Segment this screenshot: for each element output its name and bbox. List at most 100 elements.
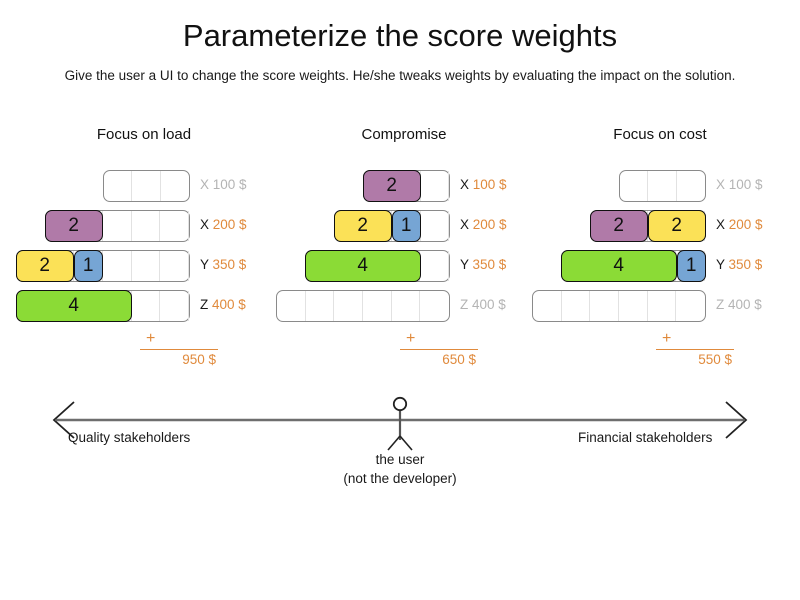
track-cell[interactable]: [648, 291, 677, 321]
weight-track[interactable]: [619, 170, 706, 202]
column-total: +550 $: [656, 330, 734, 367]
track-cell[interactable]: [132, 211, 161, 241]
row-label-key: Z: [460, 297, 472, 312]
row-label-key: X: [716, 177, 729, 192]
track-cell[interactable]: [562, 291, 591, 321]
row-label-amount: 100 $: [472, 177, 507, 192]
track-cell[interactable]: [306, 291, 335, 321]
row-label: Y 350 $: [200, 257, 246, 272]
track-cell[interactable]: [132, 171, 161, 201]
row-label: Z 400 $: [716, 297, 762, 312]
weight-segment[interactable]: 4: [304, 249, 421, 282]
track-cell[interactable]: [620, 171, 649, 201]
weight-track[interactable]: 4: [15, 289, 190, 322]
plus-sign: +: [662, 330, 672, 347]
track-cell[interactable]: [533, 291, 562, 321]
total-value: 950 $: [182, 352, 216, 367]
track-cell[interactable]: [363, 291, 392, 321]
row-label: Y 350 $: [716, 257, 762, 272]
user-stick-figure-icon: [387, 396, 413, 451]
weight-track[interactable]: [532, 290, 706, 322]
row-label-key: X: [460, 217, 473, 232]
track-cell[interactable]: [392, 291, 421, 321]
weight-segment[interactable]: 1: [73, 249, 103, 282]
row-label-amount: 100 $: [212, 177, 247, 192]
total-value: 650 $: [442, 352, 476, 367]
track-cell[interactable]: [420, 251, 449, 281]
track-cell[interactable]: [590, 291, 620, 321]
row-label: X 200 $: [716, 217, 763, 232]
track-cell[interactable]: [619, 291, 648, 321]
track-cell[interactable]: [648, 171, 677, 201]
weight-segment[interactable]: 2: [362, 169, 421, 202]
weight-track[interactable]: 2: [362, 169, 450, 202]
weight-track-wrap: 4: [268, 249, 450, 282]
track-cell[interactable]: [677, 171, 705, 201]
weight-track-wrap: 4: [8, 289, 190, 322]
column-title: Focus on load: [96, 126, 192, 143]
track-cell[interactable]: [132, 291, 161, 321]
track-cell[interactable]: [103, 251, 132, 281]
row-label-amount: 350 $: [728, 257, 763, 272]
row-label-amount: 100 $: [728, 177, 763, 192]
weight-segment[interactable]: 2: [589, 209, 648, 242]
weight-segment[interactable]: 2: [647, 209, 706, 242]
column-title: Focus on cost: [613, 126, 707, 143]
row-label: X 100 $: [716, 177, 763, 192]
track-cell[interactable]: [160, 291, 190, 321]
user-caption: the user (not the developer): [300, 450, 500, 488]
row-label: Y 350 $: [460, 257, 506, 272]
weight-track[interactable]: 2: [44, 209, 190, 242]
row-label: X 100 $: [200, 177, 247, 192]
weight-track[interactable]: [276, 290, 450, 322]
track-cell[interactable]: [132, 251, 161, 281]
weight-track[interactable]: [103, 170, 190, 202]
track-cell[interactable]: [160, 211, 189, 241]
row-label-amount: 350 $: [472, 257, 507, 272]
track-cell[interactable]: [160, 251, 190, 281]
row-label-key: Y: [716, 257, 729, 272]
track-cell[interactable]: [421, 171, 449, 201]
user-caption-line-2: (not the developer): [343, 471, 457, 486]
weight-segment[interactable]: 4: [15, 289, 132, 322]
weight-segment[interactable]: 1: [391, 209, 421, 242]
track-cell[interactable]: [277, 291, 306, 321]
track-cell[interactable]: [104, 171, 133, 201]
row-label-amount: 400 $: [472, 297, 506, 312]
row-label: X 100 $: [460, 177, 507, 192]
plus-sign: +: [146, 330, 156, 347]
row-label-amount: 400 $: [728, 297, 762, 312]
axis-arrow-left-icon: [52, 401, 75, 439]
weight-segment[interactable]: 2: [44, 209, 103, 242]
total-rule: [656, 349, 734, 350]
track-cell[interactable]: [420, 291, 449, 321]
row-label-amount: 200 $: [212, 217, 247, 232]
plus-sign: +: [406, 330, 416, 347]
weight-segment[interactable]: 2: [15, 249, 74, 282]
weight-segment[interactable]: 4: [560, 249, 677, 282]
track-cell[interactable]: [103, 211, 132, 241]
track-cell[interactable]: [676, 291, 705, 321]
row-label-key: Z: [200, 297, 212, 312]
weight-segment[interactable]: 2: [333, 209, 392, 242]
weight-segment[interactable]: 1: [676, 249, 706, 282]
track-cell[interactable]: [161, 171, 189, 201]
track-cell[interactable]: [334, 291, 364, 321]
weight-row: Z 400 $: [524, 290, 796, 330]
stakeholder-axis: [0, 392, 800, 512]
weight-row: Z 400 $: [268, 290, 540, 330]
track-cell[interactable]: [421, 211, 449, 241]
weight-track-wrap: [268, 290, 450, 322]
weight-track[interactable]: 4: [304, 249, 450, 282]
